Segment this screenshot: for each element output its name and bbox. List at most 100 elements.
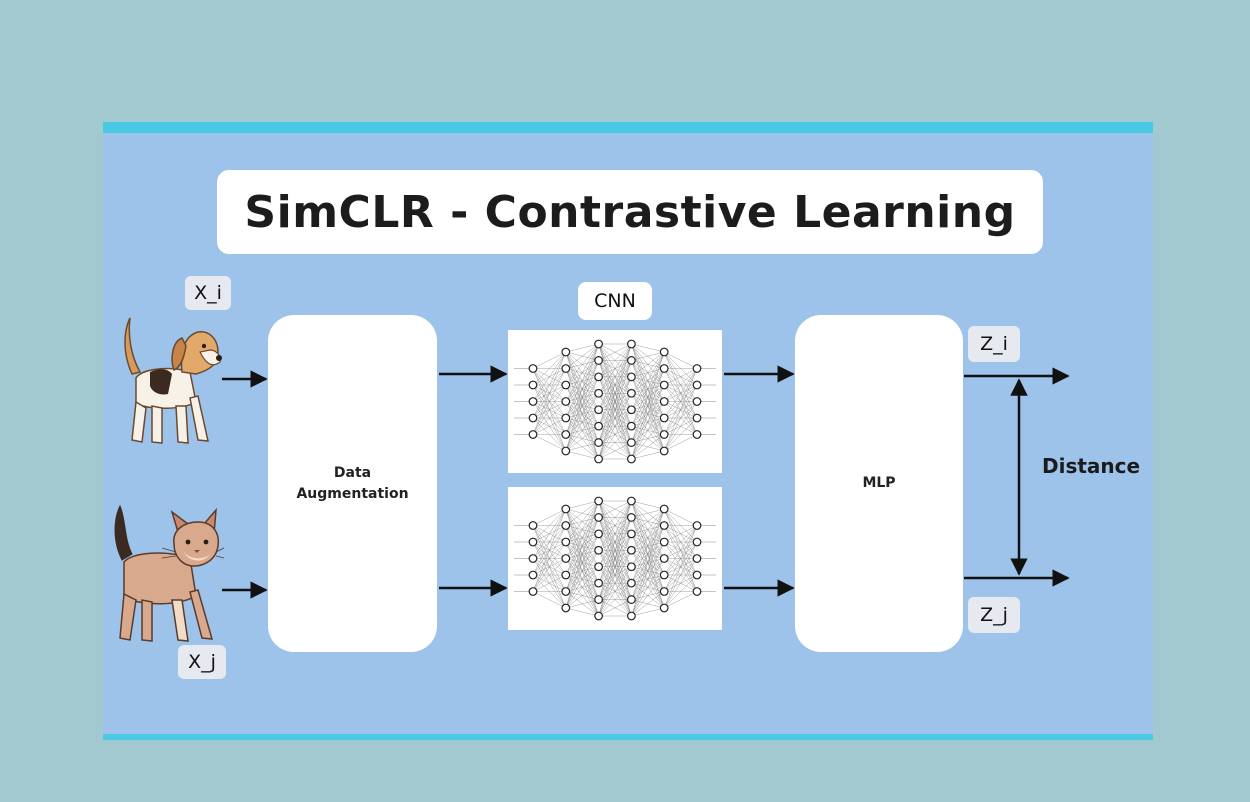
neuron-node [626,562,636,572]
z-i-label: Z_i [968,326,1020,362]
neuron-node [528,413,538,423]
neuron-node [692,380,702,390]
neuron-node [528,537,538,547]
neuron-node [626,513,636,522]
neuron-node [561,554,571,563]
neuron-node [594,513,603,522]
cnn-label: CNN [578,282,652,320]
cnn-network-bottom [508,487,722,630]
neuron-node [594,611,603,621]
neuron-node [594,562,603,572]
neuron-node [561,364,571,373]
neuron-node [561,537,571,547]
dog-illustration [124,317,222,444]
neuron-node [594,545,603,555]
neuron-node [659,347,669,357]
x-i-label: X_i [185,276,231,310]
neuron-node [561,430,571,439]
neuron-node [561,413,571,423]
neuron-node [594,405,603,415]
neuron-node [659,603,669,613]
cnn-network-top [508,330,722,473]
neuron-node [626,356,636,365]
neuron-node [561,603,571,613]
neuron-node [594,454,603,464]
augmentation-label-line2: Augmentation [296,485,409,502]
neuron-node [692,521,702,530]
neuron-node [594,438,603,447]
x-j-label: X_j [178,645,226,679]
neuron-node [659,554,669,563]
neuron-node [594,496,603,506]
neuron-node [659,413,669,423]
neuron-node [528,521,538,530]
neuron-node [659,504,669,514]
neuron-node [594,388,603,398]
neuron-node [626,372,636,382]
cat-illustration [114,504,224,642]
neuron-node [659,364,669,373]
neuron-node [626,529,636,539]
neuron-node [659,446,669,456]
neuron-node [528,570,538,580]
neuron-node [594,421,603,431]
neuron-node [594,578,603,588]
neuron-node [692,537,702,547]
neuron-node [561,397,571,406]
neuron-node [626,339,636,349]
neuron-node [659,570,669,580]
neuron-node [626,388,636,398]
neuron-node [528,554,538,563]
data-augmentation-block: Data Augmentation [268,315,437,652]
neuron-node [594,356,603,365]
neuron-node [594,595,603,604]
neuron-node [692,430,702,439]
neuron-node [561,521,571,530]
neuron-node [692,364,702,373]
neuron-node [626,421,636,431]
neuron-node [692,570,702,580]
neuron-node [626,611,636,621]
neuron-node [692,397,702,406]
neural-network-icon [514,339,716,464]
mlp-label: MLP [862,475,896,492]
neuron-node [626,545,636,555]
neuron-node [626,578,636,588]
neuron-node [594,339,603,349]
neuron-node [561,446,571,456]
title-banner: SimCLR - Contrastive Learning [217,170,1043,254]
neuron-node [561,380,571,390]
neuron-node [528,364,538,373]
neuron-node [561,504,571,514]
neuron-node [626,595,636,604]
neuron-node [659,521,669,530]
page-title: SimCLR - Contrastive Learning [244,186,1016,238]
neuron-node [626,438,636,447]
augmentation-label-line1: Data [333,465,372,482]
neuron-node [659,380,669,390]
neuron-node [561,347,571,357]
neuron-node [692,554,702,563]
neuron-node [626,405,636,415]
neuron-node [561,570,571,580]
neuron-node [528,380,538,390]
neuron-node [659,430,669,439]
distance-label: Distance [1042,454,1141,478]
mlp-block: MLP [795,315,963,652]
neuron-node [561,587,571,596]
neuron-node [594,529,603,539]
neuron-node [659,587,669,596]
neuron-node [626,496,636,506]
neuron-node [528,587,538,596]
neuron-node [692,587,702,596]
neural-network-icon [514,496,716,621]
z-j-label: Z_j [968,597,1020,633]
neuron-node [528,397,538,406]
neuron-node [594,372,603,382]
neuron-node [692,413,702,423]
neuron-node [528,430,538,439]
neuron-node [659,537,669,547]
neuron-node [659,397,669,406]
neuron-node [626,454,636,464]
